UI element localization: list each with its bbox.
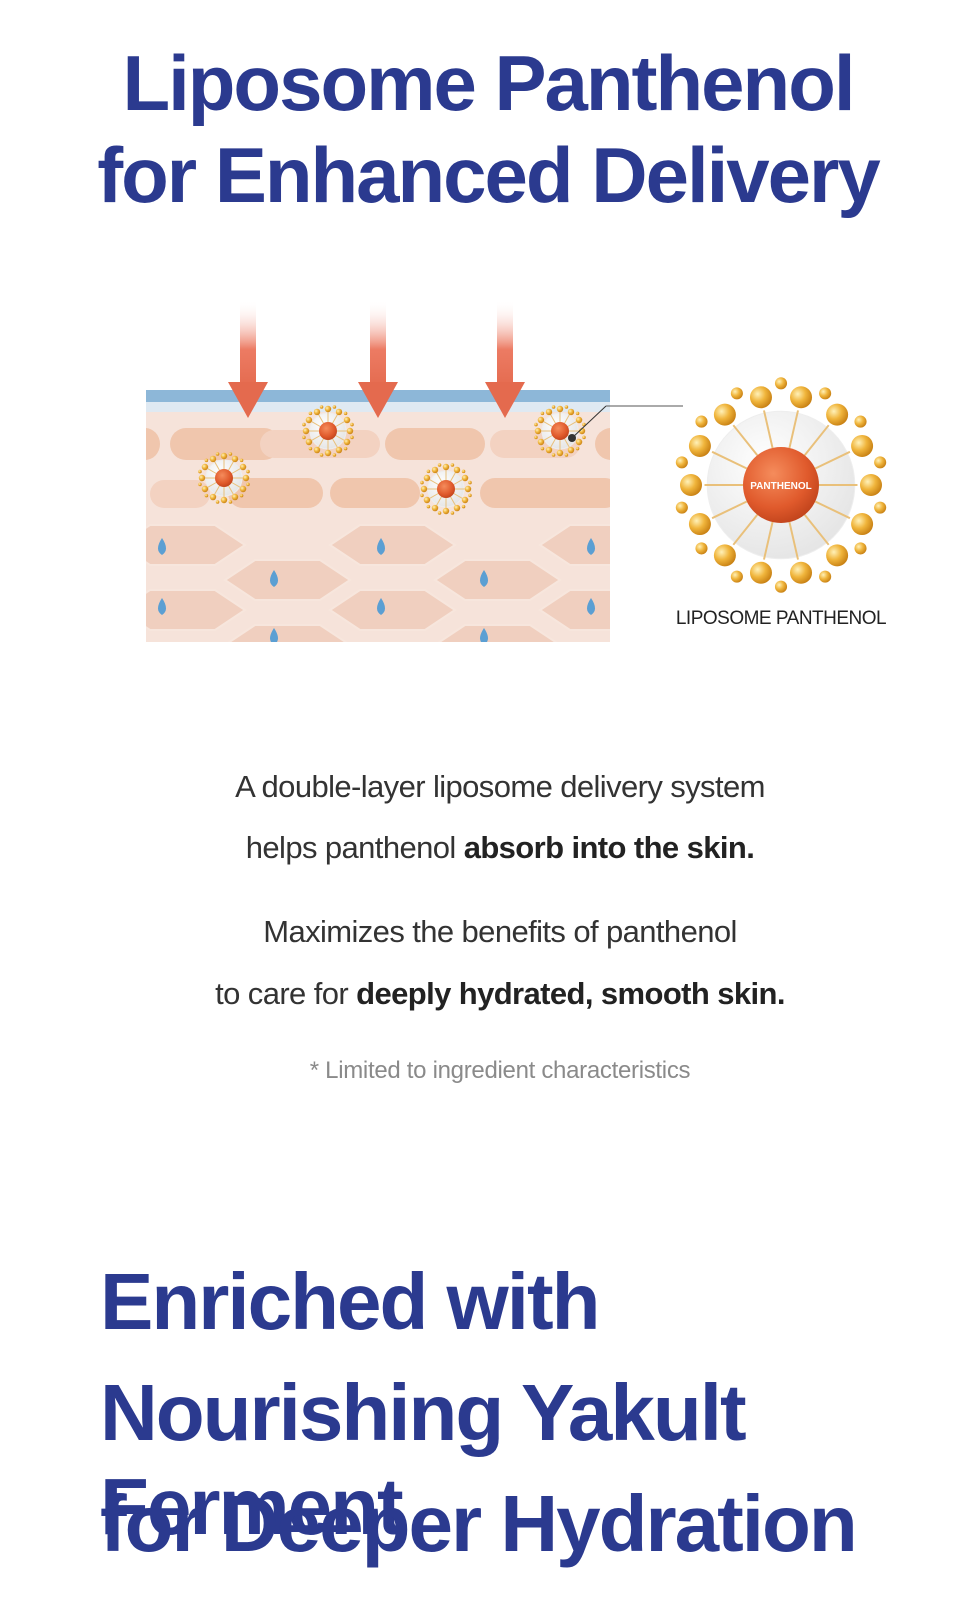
- page-title-line-1: Liposome Panthenol: [122, 39, 855, 127]
- description-line-2: helps panthenol absorb into the skin.: [245, 830, 755, 865]
- description-line-3: Maximizes the benefits of panthenol: [263, 914, 737, 949]
- footnote: * Limited to ingredient characteristics: [309, 1057, 691, 1084]
- section-heading-line-3: for Deeper Hydration: [100, 1479, 858, 1568]
- skin-layers: [146, 390, 610, 642]
- skin-diagram: PANTHENOL LIPOSOME PANTHENOL: [146, 300, 887, 642]
- page-title-line-2: for Enhanced Delivery: [97, 131, 881, 219]
- liposome-panthenol-label: LIPOSOME PANTHENOL: [676, 608, 886, 629]
- section-heading-line-1: Enriched with: [100, 1257, 600, 1346]
- panthenol-core-label: PANTHENOL: [750, 481, 811, 492]
- liposome-panthenol-illustration: PANTHENOL: [675, 377, 887, 593]
- description-line-1: A double-layer liposome delivery system: [235, 769, 765, 804]
- penetration-arrows: [228, 300, 525, 418]
- water-droplet-icons: [158, 538, 595, 642]
- description-line-4: to care for deeply hydrated, smooth skin…: [215, 976, 785, 1011]
- section-heading-line-2: Nourishing Yakult Ferment: [100, 1368, 747, 1551]
- small-liposomes: [198, 405, 586, 515]
